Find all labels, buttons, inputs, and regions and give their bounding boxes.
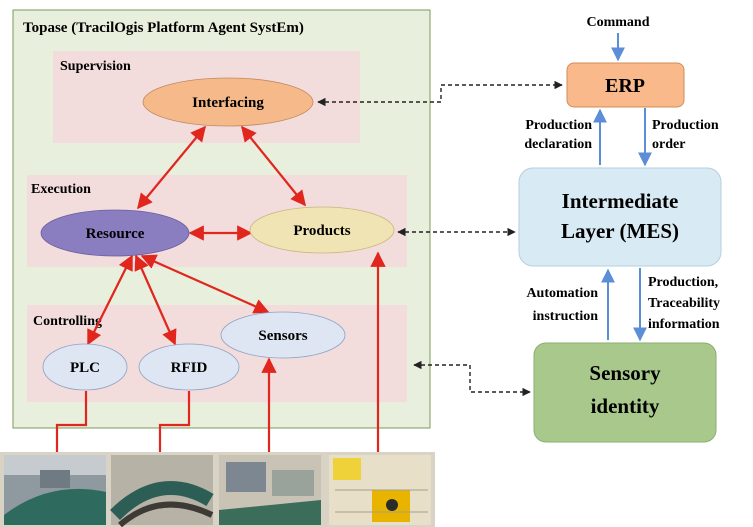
curved-conveyor-photo xyxy=(110,455,214,527)
traceability-label-2: Traceability xyxy=(648,296,720,311)
mes-label-line2: Layer (MES) xyxy=(561,219,679,243)
production-declaration-label-2: declaration xyxy=(524,137,592,152)
production-declaration-label: Production xyxy=(525,118,592,133)
shelf-photo xyxy=(329,455,431,525)
mes-box xyxy=(518,167,722,267)
internal-arrows xyxy=(87,125,306,346)
sensors-node xyxy=(220,311,346,359)
rfid-node xyxy=(138,343,240,391)
products-label: Products xyxy=(293,223,350,239)
platform-title: Topase (TracilOgis Platform Agent SystEm… xyxy=(23,20,304,36)
arrow-interfacing-resource xyxy=(137,125,206,210)
plc-label: PLC xyxy=(70,360,100,376)
execution-label: Execution xyxy=(31,182,91,197)
resource-node xyxy=(40,209,190,257)
interfacing-node xyxy=(142,77,314,127)
sensory-identity-box xyxy=(533,342,717,443)
arrow-resource-plc xyxy=(87,254,133,346)
supervision-label: Supervision xyxy=(60,59,131,74)
sensory-label-line1: Sensory xyxy=(589,361,661,385)
rfid-label: RFID xyxy=(171,360,208,376)
controlling-label: Controlling xyxy=(33,314,102,329)
production-order-label-2: order xyxy=(652,137,685,152)
conveyor-photo xyxy=(4,455,106,525)
production-order-label: Production xyxy=(652,118,719,133)
traceability-label: Production, xyxy=(648,275,718,290)
arrow-interfacing-products xyxy=(241,125,306,207)
erp-box xyxy=(566,62,685,108)
resource-label: Resource xyxy=(86,226,145,242)
erp-label: ERP xyxy=(605,75,645,97)
sensors-label: Sensors xyxy=(258,328,307,344)
dashed-connectors xyxy=(317,80,563,397)
sensory-label-line2: identity xyxy=(591,394,660,418)
command-label: Command xyxy=(586,15,649,30)
interfacing-label: Interfacing xyxy=(192,95,264,111)
arrow-resource-sensors xyxy=(140,254,270,314)
traceability-label-3: information xyxy=(648,317,720,332)
assembly-photo xyxy=(219,455,321,525)
automation-label: Automation xyxy=(526,286,598,301)
products-node xyxy=(249,206,395,254)
plc-node xyxy=(42,343,128,391)
automation-label-2: instruction xyxy=(533,309,599,324)
photo-strip xyxy=(0,452,435,527)
dash-platform-sensory xyxy=(413,360,531,397)
mes-label-line1: Intermediate xyxy=(562,189,679,213)
